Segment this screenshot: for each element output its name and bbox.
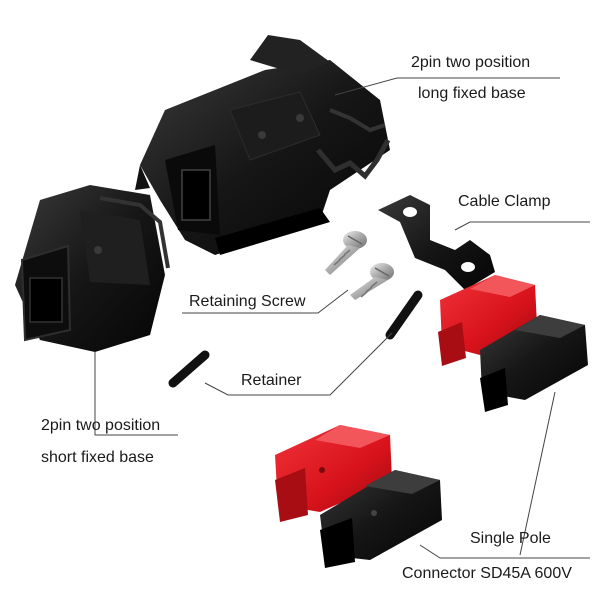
leader-line-long-base [334, 77, 560, 96]
single-pole-label-line2: Connector SD45A 600V [402, 565, 572, 582]
single-pole-label-line1: Single Pole [470, 530, 551, 547]
retaining-screw-upper [325, 231, 367, 275]
retainer-label: Retainer [241, 372, 302, 389]
retainer-pin-lower [168, 350, 210, 388]
leader-line-cable-clamp [454, 221, 590, 231]
short-base-label-line2: short fixed base [41, 449, 154, 466]
short-base-label-line1: 2pin two position [41, 417, 161, 434]
retaining-screw-lower [350, 263, 394, 300]
short-fixed-base-housing [15, 185, 170, 352]
long-base-label-line1: 2pin two position [411, 54, 531, 71]
long-base-label-line2: long fixed base [418, 85, 526, 102]
long-fixed-base-housing [135, 35, 391, 255]
leader-line-short-base [94, 352, 178, 436]
retainer-pin-upper [385, 290, 423, 340]
retaining-screw-label: Retaining Screw [189, 293, 306, 310]
leader-line-single-pole [419, 391, 590, 559]
leader-line-retainer [204, 332, 393, 396]
leader-line-retaining-screw [182, 289, 349, 314]
single-pole-connector-black-upper [480, 315, 588, 412]
cable-clamp-label: Cable Clamp [458, 193, 551, 210]
cable-clamp-part [378, 195, 495, 290]
single-pole-connector-black-lower [320, 470, 442, 568]
